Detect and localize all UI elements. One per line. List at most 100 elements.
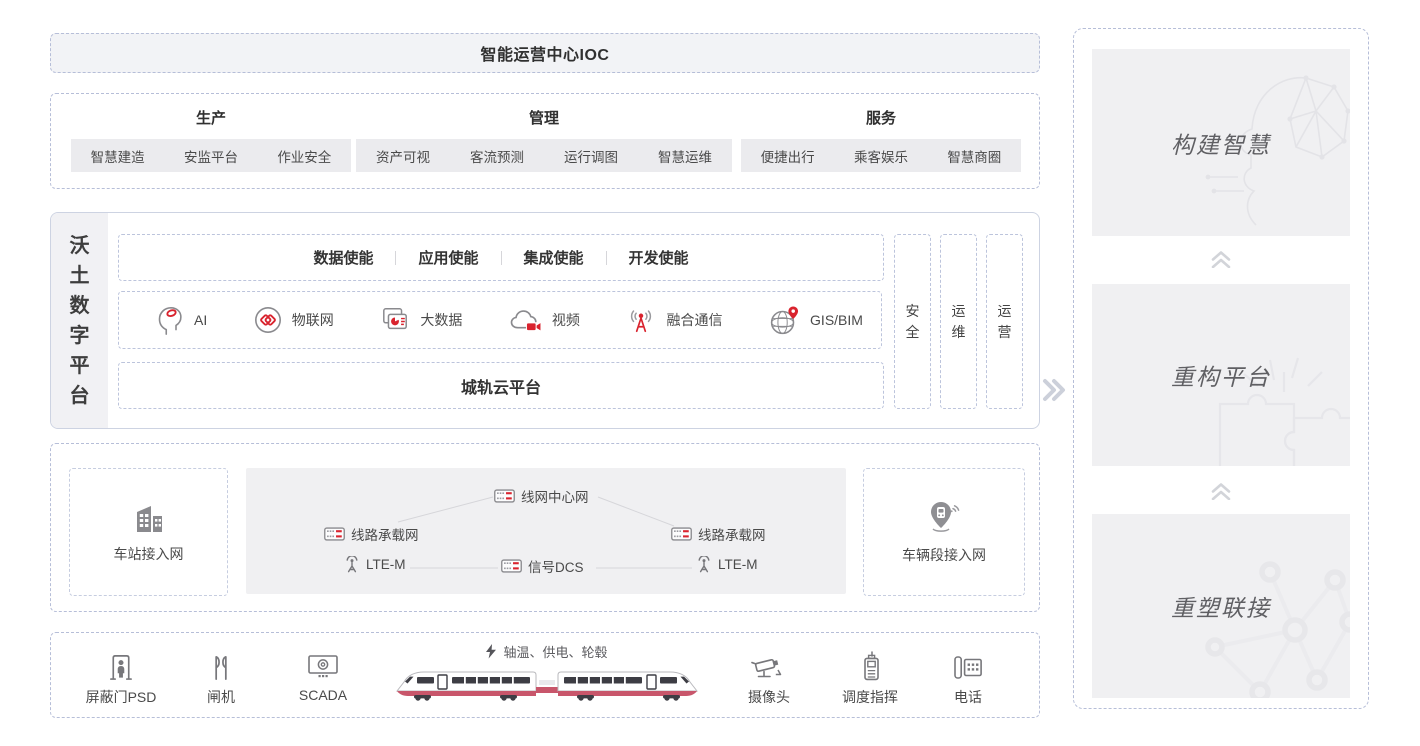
node-line-net-left: 线路承载网: [324, 524, 419, 544]
psd-door-icon: [107, 645, 135, 681]
group-title: 生产: [195, 110, 226, 127]
device-label: 电话: [954, 689, 982, 705]
enablement-row: 数据使能 应用使能 集成使能 开发使能: [118, 234, 884, 281]
pillar-security: 安全: [894, 234, 931, 409]
lte-antenna-icon: [346, 556, 358, 573]
platform-vertical-label: 沃土数字平台: [51, 213, 108, 428]
train-illustration: [396, 671, 698, 701]
capability-bigdata: 大数据: [379, 306, 462, 334]
ioc-title: 智能运营中心IOC: [480, 47, 610, 64]
card-build-intelligence: 构建智慧: [1092, 49, 1350, 236]
digital-platform-section: 沃土数字平台 数据使能 应用使能 集成使能 开发使能 AI: [50, 212, 1040, 429]
station-building-icon: [136, 506, 162, 532]
card-title: 构建智慧: [1171, 131, 1271, 158]
double-chevron-up-icon: [1211, 251, 1231, 268]
cloud-platform-label: 城轨云平台: [460, 379, 541, 397]
video-cloud-icon: [510, 310, 541, 332]
switch-icon: [324, 527, 345, 541]
device-gate: 闸机: [173, 645, 269, 707]
iot-link-icon: [254, 307, 281, 333]
network-graph-illustration: [1205, 561, 1350, 698]
puzzle-illustration: [1218, 357, 1350, 466]
pillar-label: 运维: [951, 303, 966, 340]
big-data-chart-icon: [383, 308, 408, 330]
device-camera: 摄像头: [721, 645, 817, 707]
business-apps-section: 生产 智慧建造 安监平台 作业安全 管理 资产可视 客流预测 运行调图 智慧运维…: [50, 93, 1040, 189]
capabilities-row: AI 物联网 大数据: [118, 291, 882, 349]
card-rebuild-platform: 重构平台: [1092, 284, 1350, 466]
enablement-item: 数据使能: [313, 250, 374, 267]
group-chipbar: 资产可视 客流预测 运行调图 智慧运维: [356, 139, 732, 172]
group-title: 管理: [528, 110, 559, 127]
enablement-item: 应用使能: [418, 250, 479, 267]
business-group-management: 管理 资产可视 客流预测 运行调图 智慧运维: [356, 94, 732, 188]
enablement-item: 开发使能: [628, 250, 689, 267]
device-label: 摄像头: [748, 689, 790, 705]
double-chevron-up-icon: [1211, 483, 1231, 500]
desk-phone-icon: [952, 645, 984, 681]
brain-mesh-illustration: [1205, 75, 1350, 226]
device-label: SCADA: [298, 687, 348, 703]
enablement-item: 集成使能: [523, 250, 584, 267]
cctv-camera-icon: [751, 645, 787, 681]
business-group-production: 生产 智慧建造 安监平台 作业安全: [71, 94, 351, 188]
lightning-icon: [486, 644, 497, 659]
device-label: 闸机: [207, 689, 235, 705]
gate-machine-icon: [208, 645, 234, 681]
capability-ai: AI: [155, 305, 207, 336]
node-label: 线网中心网: [521, 490, 589, 505]
business-item: 乘客娱乐: [853, 149, 908, 165]
business-item: 作业安全: [277, 149, 332, 165]
pillar-operation: 运营: [986, 234, 1023, 409]
converged-comms-antenna-icon: [631, 310, 652, 333]
capability-label: 物联网: [291, 312, 334, 328]
node-center-net: 线网中心网: [494, 486, 589, 506]
node-label: LTE-M: [366, 557, 406, 572]
ai-head-icon: [158, 306, 182, 335]
divider: [605, 250, 607, 265]
train-caption-text: 轴温、供电、轮毂: [503, 645, 608, 660]
capability-label: 视频: [551, 312, 580, 328]
device-phone: 电话: [920, 645, 1016, 707]
node-label: LTE-M: [718, 557, 758, 572]
business-item: 智慧商圈: [947, 149, 1002, 165]
capability-label: GIS/BIM: [810, 312, 863, 328]
business-item: 安监平台: [183, 149, 238, 165]
switch-icon: [501, 559, 522, 573]
ioc-header-bar: 智能运营中心IOC: [50, 33, 1040, 73]
cloud-platform-row: 城轨云平台: [118, 362, 884, 409]
device-label: 屏蔽门PSD: [85, 689, 157, 705]
double-chevron-right-icon: [1043, 379, 1065, 401]
group-title: 服务: [865, 110, 896, 127]
node-lte-right: LTE-M: [696, 556, 758, 573]
train-block: 轴温、供电、轮毂: [389, 642, 705, 702]
depot-pin-train-icon: [931, 502, 960, 532]
network-links: [397, 496, 692, 569]
devices-section: 屏蔽门PSD 闸机 SCADA: [50, 632, 1040, 718]
station-access-box: 车站接入网: [69, 468, 228, 596]
lte-antenna-icon: [698, 556, 710, 573]
business-item: 运行调图: [564, 149, 618, 165]
business-group-service: 服务 便捷出行 乘客娱乐 智慧商圈: [741, 94, 1021, 188]
divider: [500, 250, 502, 265]
switch-icon: [494, 489, 515, 503]
device-dispatch: 调度指挥: [822, 645, 918, 707]
node-label: 信号DCS: [528, 560, 584, 575]
dispatch-radio-icon: [859, 645, 881, 681]
scada-monitor-icon: [306, 645, 340, 681]
depot-access-label: 车辆段接入网: [902, 547, 986, 563]
network-section: 车站接入网 线网中心网: [50, 443, 1040, 612]
capability-video: 视频: [508, 306, 580, 334]
station-access-label: 车站接入网: [113, 546, 184, 562]
business-item: 便捷出行: [760, 149, 815, 165]
depot-access-box: 车辆段接入网: [863, 468, 1025, 596]
node-signal-dcs: 信号DCS: [501, 556, 584, 576]
capability-label: AI: [194, 312, 208, 328]
card-title: 重构平台: [1171, 364, 1271, 390]
capability-label: 大数据: [420, 312, 463, 328]
card-reshape-connection: 重塑联接: [1092, 514, 1350, 698]
pillar-label: 运营: [997, 303, 1012, 340]
value-sidebar: 构建智慧 重构平台: [1073, 28, 1369, 709]
switch-icon: [671, 527, 692, 541]
business-item: 客流预测: [470, 149, 524, 165]
